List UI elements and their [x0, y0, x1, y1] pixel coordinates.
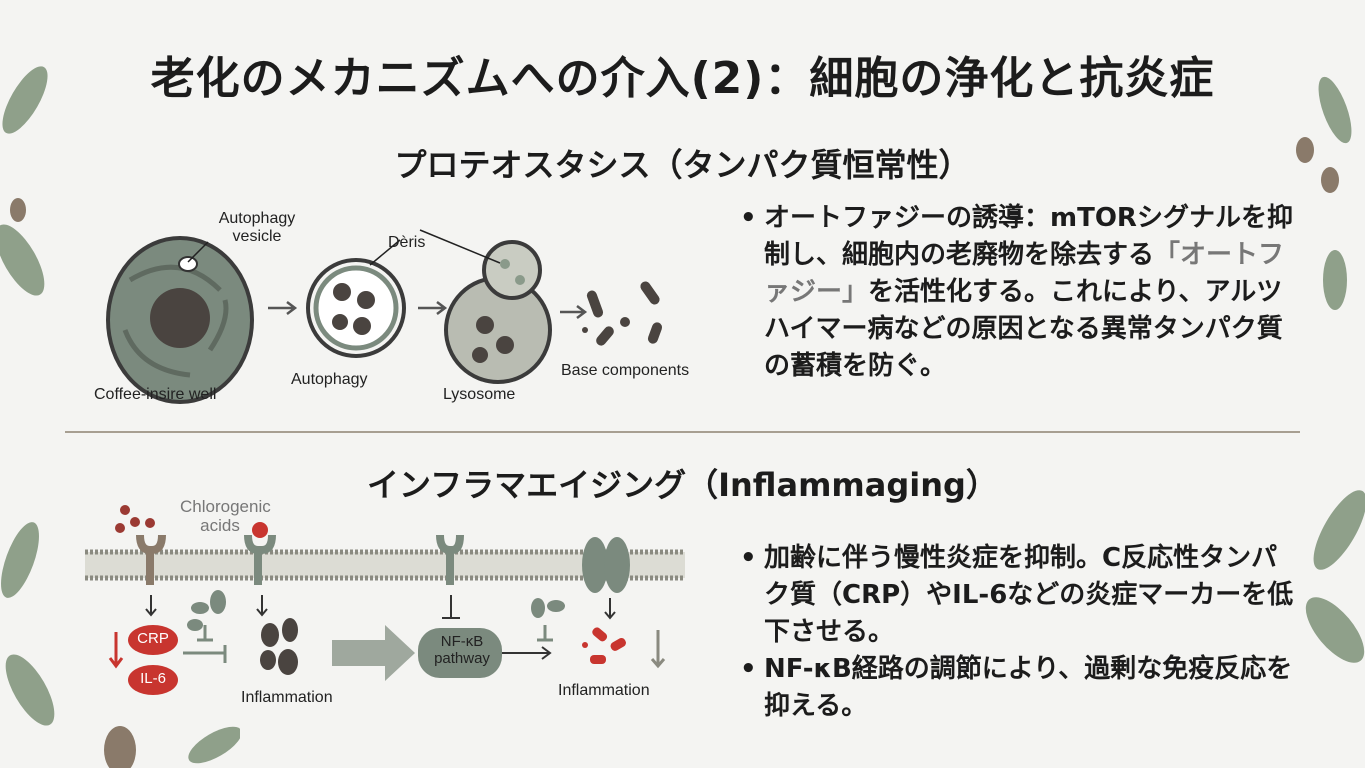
il6-badge: [128, 665, 178, 695]
highlight-autophagy: 「オートファジー」: [764, 240, 1285, 307]
nfkb-box: [418, 628, 502, 678]
section-heading-inflammaging: インフラマエイジング（Inflammaging）: [367, 466, 998, 504]
label-debris: Dèris: [388, 234, 426, 251]
crp-badge: [128, 625, 178, 655]
label-il6: IL-6: [140, 670, 166, 687]
section-divider: [65, 431, 1300, 433]
base-components-illustration: [582, 281, 663, 346]
bullet-text: オートファジーの誘導：mTORシグナルを抑制し、細胞内の老廃物を除去する: [764, 203, 1293, 270]
bullet-autophagy: オートファジーの誘導：mTORシグナルを抑制し、細胞内の老廃物を除去する「オート…: [740, 200, 1300, 385]
inflammaging-bullets: 加齢に伴う慢性炎症を抑制。C反応性タンパク質（CRP）やIL-6などの炎症マーカ…: [740, 540, 1300, 725]
bullet-text-cont: を活性化する。これにより、アルツハイマー病などの原因となる異常タンパク質の蓄積を…: [764, 277, 1283, 381]
coffee-beans: [260, 618, 298, 675]
lysosome-illustration: [444, 240, 552, 384]
cell-illustration: [106, 236, 254, 404]
big-arrow: [332, 625, 415, 681]
autophagy-diagram: [106, 229, 663, 404]
label-inflammation-2: Inflammation: [558, 682, 650, 699]
inflammation-diagram: [85, 505, 685, 695]
label-base-components: Base components: [561, 362, 690, 379]
label-inflammation-1: Inflammation: [241, 689, 333, 706]
label-nfkb-pathway: NF-κB pathway: [434, 633, 490, 667]
label-lysosome: Lysosome: [443, 386, 516, 403]
label-crp: CRP: [137, 630, 169, 647]
label-chlorogenic-acids: Chlorogenic acids: [180, 497, 271, 535]
leaf-decoration-left: [0, 66, 48, 296]
bullet-crp: 加齢に伴う慢性炎症を抑制。C反応性タンパク質（CRP）やIL-6などの炎症マーカ…: [740, 540, 1300, 651]
label-autophagy: Autophagy: [291, 371, 368, 388]
label-autophagy-vesicle: Autophagy vesicle: [218, 210, 296, 245]
leaf-decoration-right: [1296, 76, 1365, 663]
proteostasis-bullets: オートファジーの誘導：mTORシグナルを抑制し、細胞内の老廃物を除去する「オート…: [740, 200, 1300, 385]
label-cell: Coffee-insire well: [94, 386, 217, 403]
section-heading-proteostasis: プロテオスタシス（タンパク質恒常性）: [394, 146, 971, 184]
leaf-decoration-bottom-left: [1, 522, 240, 768]
autophagosome-illustration: [306, 258, 406, 358]
slide-title: 老化のメカニズムへの介入(2)：細胞の浄化と抗炎症: [150, 53, 1215, 104]
bullet-nfkb: NF-κB経路の調節により、過剰な免疫反応を抑える。: [740, 651, 1300, 725]
